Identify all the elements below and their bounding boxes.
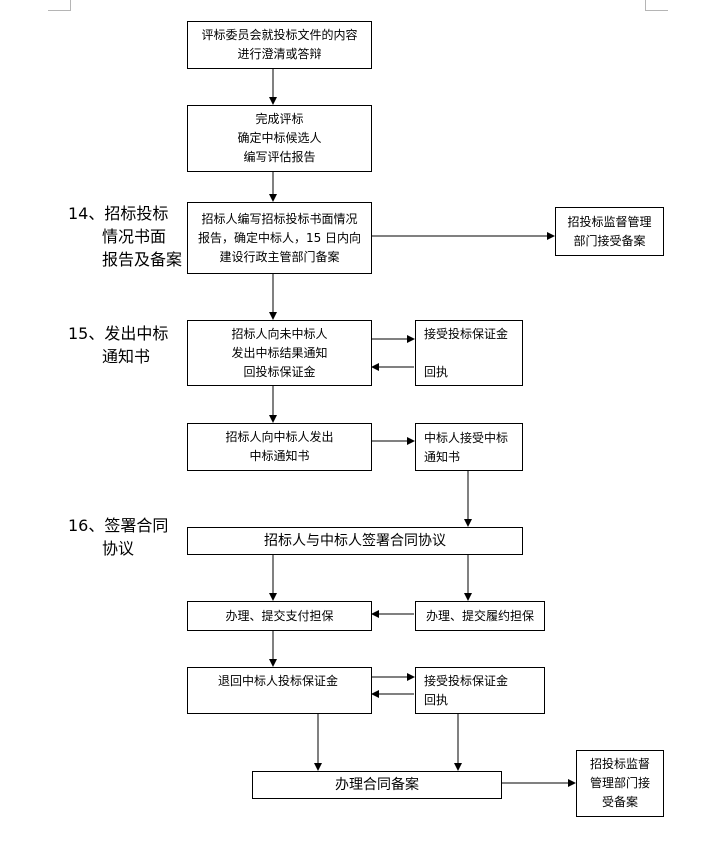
supervision-filing-final-box: 招投标监督 管理部门接 受备案 (576, 750, 664, 817)
notify-losers-box: 招标人向未中标人 发出中标结果通知 回投标保证金 (187, 320, 372, 386)
winner-accepts-box: 中标人接受中标 通知书 (415, 423, 523, 471)
receive-deposit-receipt-box: 接受投标保证金 回执 (415, 667, 545, 714)
performance-guarantee-box: 办理、提交履约担保 (415, 601, 545, 631)
complete-evaluation-box: 完成评标 确定中标候选人 编写评估报告 (187, 105, 372, 172)
sign-contract-box: 招标人与中标人签署合同协议 (187, 527, 523, 555)
contract-filing-box: 办理合同备案 (252, 771, 502, 799)
written-report-box: 招标人编写招标投标书面情况 报告，确定中标人，15 日内向 建设行政主管部门备案 (187, 202, 372, 274)
step-16-label: 16、签署合同 协议 (68, 516, 169, 558)
crop-mark-top-left (48, 0, 71, 11)
payment-guarantee-box: 办理、提交支付担保 (187, 601, 372, 631)
supervision-filing-box: 招投标监督管理 部门接受备案 (555, 207, 664, 256)
crop-mark-top-right (645, 0, 668, 11)
receive-deposit-box: 接受投标保证金 回执 (415, 320, 523, 386)
clarify-box: 评标委员会就投标文件的内容 进行澄清或答辩 (187, 21, 372, 69)
notify-winner-box: 招标人向中标人发出 中标通知书 (187, 423, 372, 471)
step-14-label: 14、招标投标 情况书面 报告及备案 (68, 204, 183, 269)
refund-deposit-box: 退回中标人投标保证金 (187, 667, 372, 714)
step-15-label: 15、发出中标 通知书 (68, 324, 169, 366)
